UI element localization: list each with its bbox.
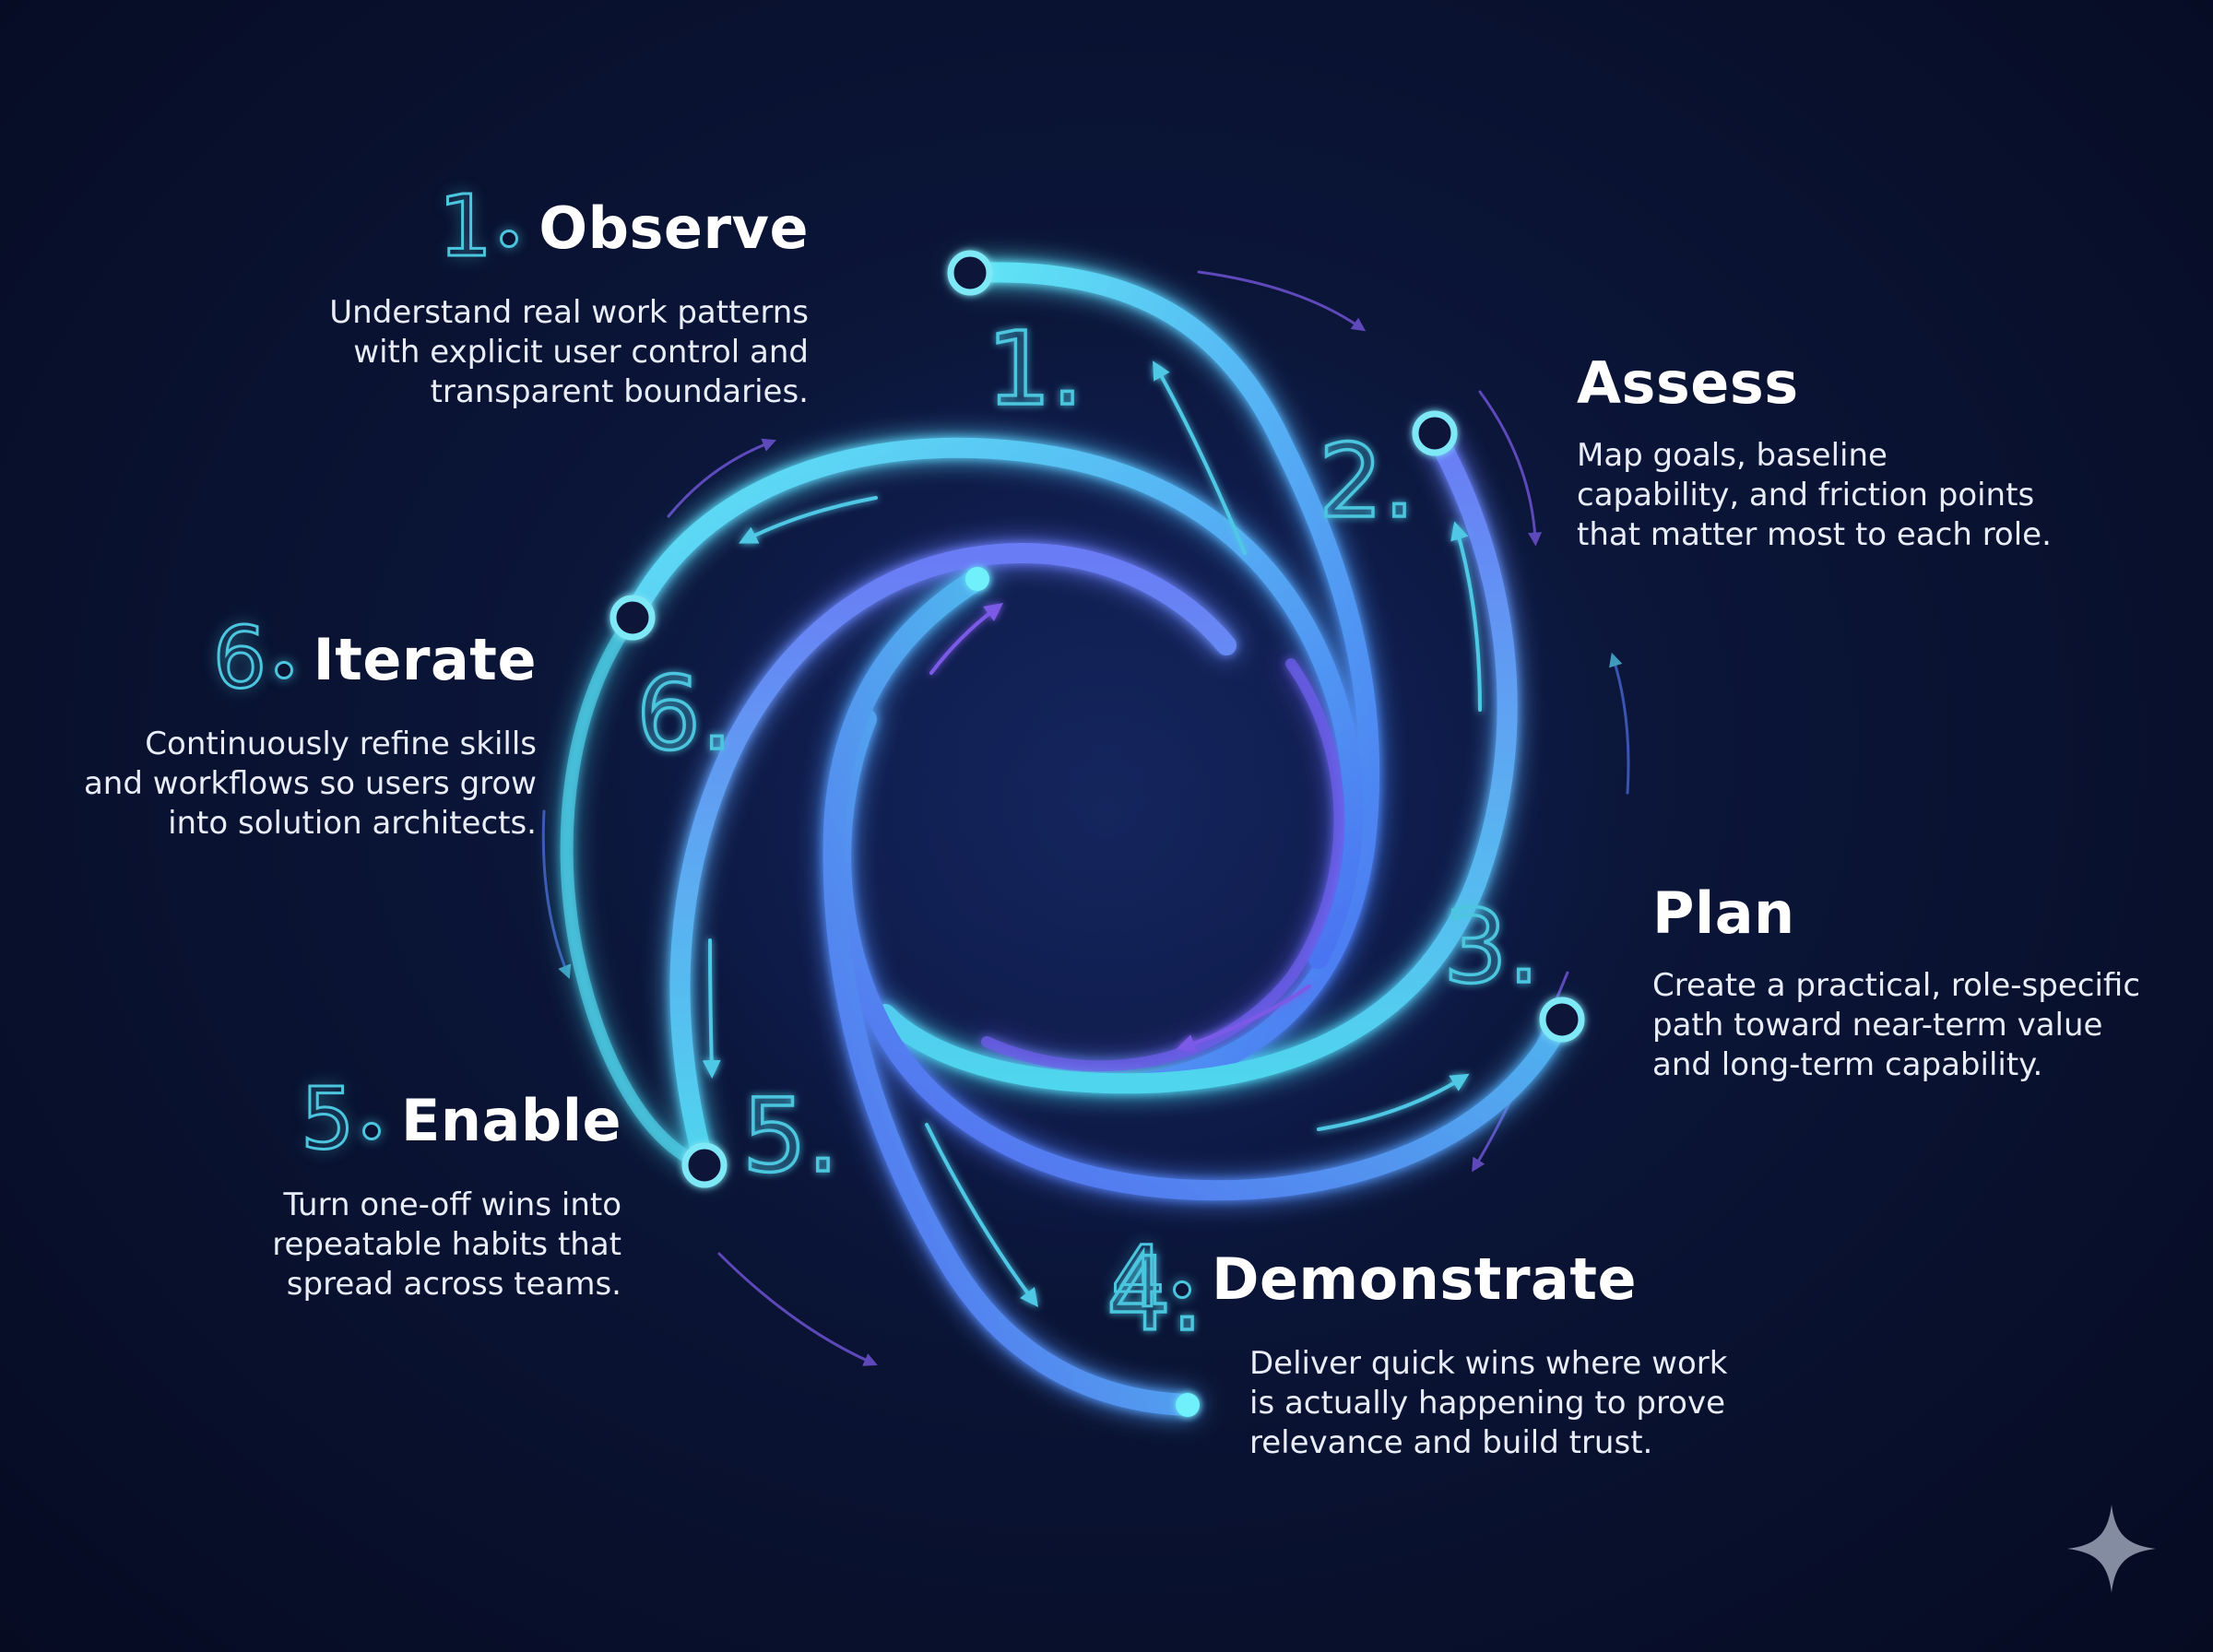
inner-ring — [981, 658, 1345, 1072]
strand-demonstrate — [822, 568, 1199, 1416]
ring-label-3: 3. — [1443, 888, 1540, 1006]
strand-cap-top — [965, 567, 989, 591]
step-iterate-number-dot — [274, 661, 293, 679]
ring-label-1: 1. — [987, 310, 1083, 428]
step-iterate-description: Continuously refine skills and workflows… — [83, 726, 537, 842]
step-observe-description: Understand real work patterns with expli… — [329, 294, 809, 410]
step-enable-description: Turn one-off wins into repeatable habits… — [272, 1186, 621, 1303]
step-observe-title: Observe — [538, 195, 809, 262]
step-assess-description: Map goals, baseline capability, and fric… — [1577, 437, 2052, 553]
inner-arrow-6 — [702, 938, 721, 1079]
inner-arrow-4 — [1317, 1073, 1470, 1131]
strand-cap-demonstrate — [1176, 1393, 1200, 1417]
node-plan — [1539, 997, 1585, 1043]
orbit-arrow-right-upper — [1478, 390, 1543, 547]
sparkle-icon — [2067, 1504, 2156, 1593]
step-assess: Assess Map goals, baseline capability, a… — [1577, 355, 2052, 555]
orbit-arrow-top-right — [1197, 270, 1367, 332]
step-plan: Plan Create a practical, role-specific p… — [1652, 885, 2140, 1085]
strand-assess — [875, 423, 1518, 1094]
inner-arrow-1 — [1153, 360, 1247, 555]
strand-outer-left — [560, 611, 711, 1172]
strand-enable — [669, 542, 1237, 1175]
step-plan-description: Create a practical, role-specific path t… — [1652, 967, 2141, 1083]
node-observe — [947, 250, 993, 296]
step-observe-number-dot — [500, 230, 519, 248]
inner-arrow-5 — [925, 1123, 1038, 1308]
step-enable-number: 5 — [299, 1069, 356, 1168]
orbit-arrow-left — [541, 809, 572, 979]
step-iterate-title: Iterate — [313, 626, 537, 693]
ring-label-2: 2. — [1319, 422, 1415, 540]
orbit-arrow-upper-left — [667, 438, 776, 518]
step-assess-title: Assess — [1577, 349, 1799, 417]
ring-number-labels: 1. 2. 3. 4. 5. 6. — [634, 308, 1541, 1355]
node-iterate — [609, 595, 656, 641]
inner-arrow-2 — [1450, 521, 1482, 712]
node-enable — [681, 1142, 728, 1188]
step-demonstrate-description: Deliver quick wins where work is actuall… — [1249, 1345, 1728, 1461]
step-plan-title: Plan — [1652, 879, 1795, 947]
orbit-arrow-bottom — [717, 1252, 878, 1366]
step-demonstrate-number: 4 — [1109, 1228, 1166, 1327]
strand-iterate — [622, 437, 1364, 969]
step-demonstrate-title: Demonstrate — [1212, 1245, 1638, 1313]
swirl-strands — [560, 262, 1572, 1416]
step-enable-title: Enable — [400, 1087, 621, 1154]
ring-nodes — [609, 250, 1585, 1188]
ring-label-6: 6. — [636, 655, 733, 773]
step-observe-number: 1 — [437, 177, 494, 276]
inner-arrow-7 — [739, 496, 878, 544]
orbit-arrow-right — [1609, 652, 1630, 795]
strand-observe — [960, 262, 1380, 1093]
step-enable-number-dot — [361, 1122, 381, 1140]
inner-arrow-3 — [1176, 985, 1311, 1053]
center-glow — [516, 240, 1697, 1383]
step-demonstrate-number-dot — [1173, 1280, 1192, 1299]
inner-arrows — [702, 360, 1482, 1308]
inner-arrow-8 — [929, 602, 1003, 675]
ring-label-5: 5. — [742, 1077, 839, 1195]
node-assess — [1412, 410, 1458, 456]
step-iterate-number: 6 — [211, 608, 268, 707]
